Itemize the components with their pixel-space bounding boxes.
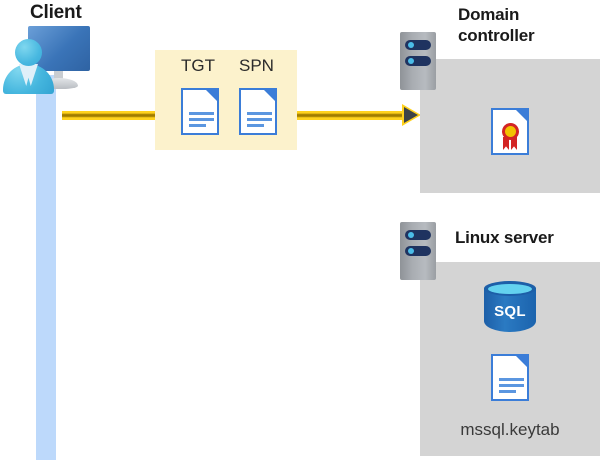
certificate-ribbon-icon [503, 137, 509, 150]
tgt-document-icon [181, 88, 219, 135]
spn-document-icon [239, 88, 277, 135]
domain-controller-label-line1: Domain [458, 5, 520, 24]
document-fold-icon [514, 108, 529, 123]
person-head-icon [15, 39, 42, 66]
database-top-icon [484, 281, 536, 296]
linux-server-server-icon [400, 222, 436, 280]
document-fold-icon [204, 88, 219, 103]
document-text-line [499, 378, 524, 381]
certificate-document-icon [491, 108, 529, 155]
document-text-line [247, 118, 272, 121]
document-text-line [189, 124, 206, 127]
server-bay-icon [405, 40, 431, 50]
linux-server-label: Linux server [455, 228, 554, 247]
server-led-icon [408, 58, 414, 64]
document-text-line [499, 390, 516, 393]
document-text-line [247, 112, 272, 115]
server-led-icon [408, 248, 414, 254]
monitor-base-icon [40, 78, 78, 89]
certificate-ribbon-icon [511, 137, 517, 150]
user-workstation-icon [2, 26, 94, 94]
certificate-seal-icon [502, 123, 519, 140]
monitor-stand-icon [54, 71, 63, 80]
document-fold-icon [262, 88, 277, 103]
domain-controller-label-line2: controller [458, 26, 535, 45]
spn-label: SPN [239, 56, 274, 75]
document-text-line [189, 112, 214, 115]
domain-controller-server-icon [400, 32, 436, 90]
document-text-line [499, 384, 524, 387]
client-label: Client [30, 2, 82, 23]
keytab-document-icon [491, 354, 529, 401]
document-text-line [247, 124, 264, 127]
document-fold-icon [514, 354, 529, 369]
database-top-inner-icon [488, 284, 532, 294]
domain-controller-label: Domain controller [458, 4, 588, 46]
document-text-line [189, 118, 214, 121]
client-lifeline [36, 75, 56, 460]
server-led-icon [408, 42, 414, 48]
request-arrow-head-icon [404, 107, 418, 123]
server-bay-icon [405, 230, 431, 240]
tgt-label: TGT [181, 56, 215, 75]
server-bay-icon [405, 56, 431, 66]
server-led-icon [408, 232, 414, 238]
sql-database-label: SQL [494, 303, 526, 320]
server-bay-icon [405, 246, 431, 256]
sql-database-icon: SQL [484, 281, 536, 337]
keytab-filename-label: mssql.keytab [460, 420, 560, 439]
